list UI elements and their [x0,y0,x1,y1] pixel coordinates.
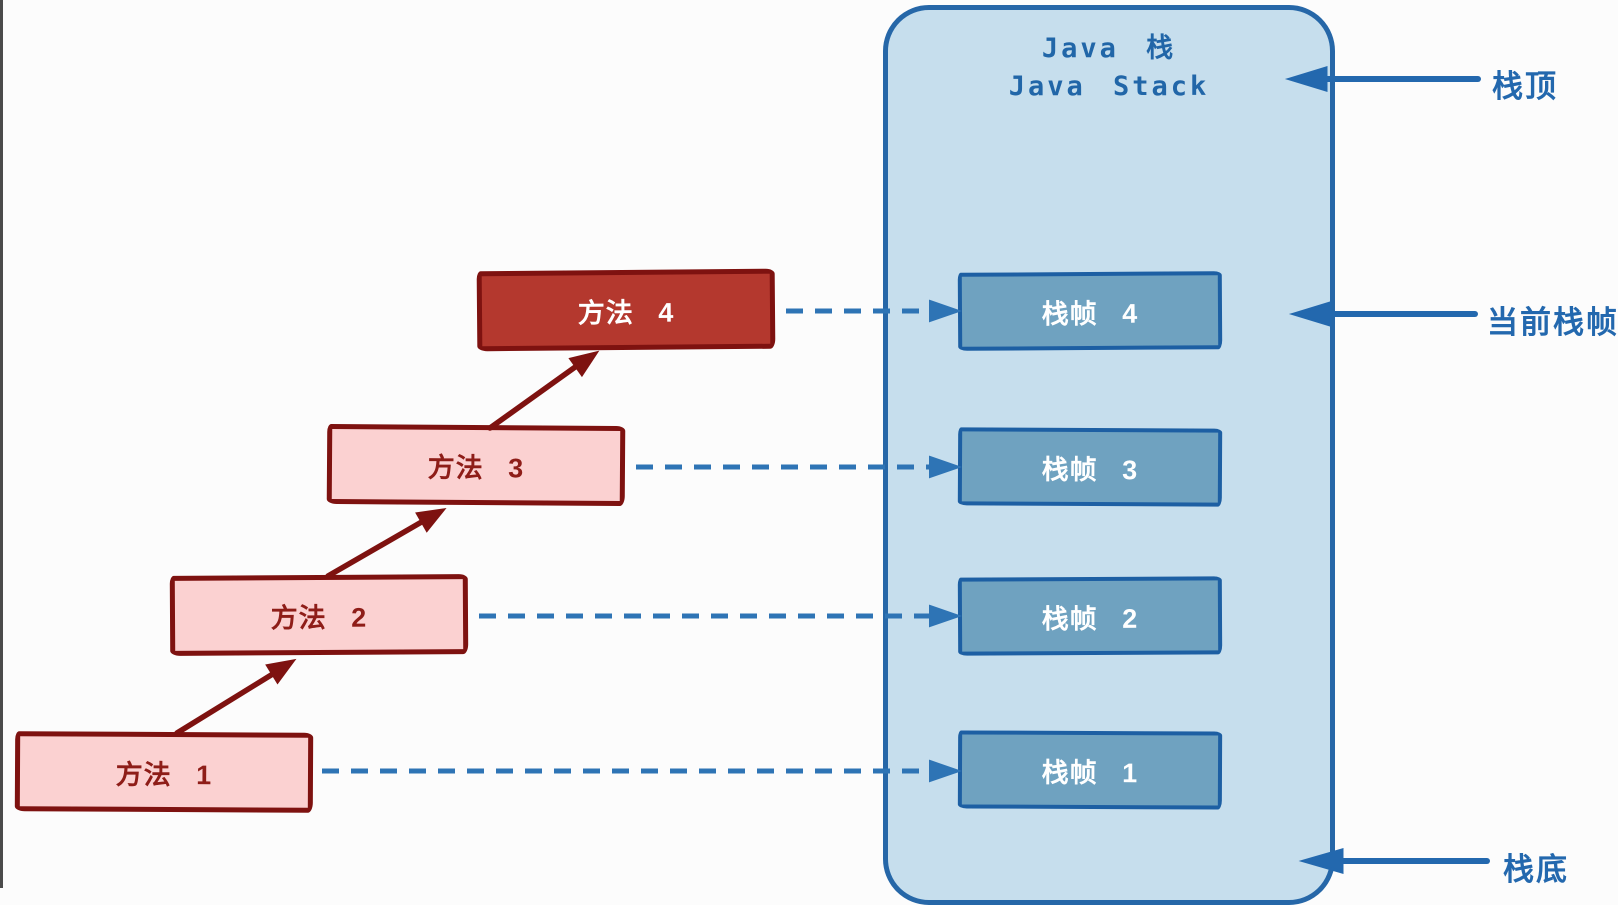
method-box-1: 方法 1 [14,731,314,813]
java-stack-title-line2: Java Stack [1008,71,1210,102]
call-arrow-method1-to-method2 [174,658,297,736]
current-frame-label: 当前栈帧 [1487,305,1618,340]
stack-frame-2: 栈帧 2 [957,576,1223,656]
stack-frame-3: 栈帧 3 [957,427,1223,507]
stack-bottom-label: 栈底 [1503,852,1569,887]
stack-frame-3-label: 栈帧 3 [1041,454,1139,485]
call-arrow-method2-to-method3 [325,507,447,579]
stack-frame-2-label: 栈帧 2 [1041,603,1139,634]
method-box-4-label: 方法 4 [577,297,675,328]
call-arrow-method3-to-method4 [487,350,600,431]
method-box-4: 方法 4 [476,268,776,352]
stack-top-label: 栈顶 [1492,69,1558,104]
java-stack-title: Java 栈 Java Stack [883,30,1335,106]
stack-frame-4-label: 栈帧 4 [1041,298,1139,329]
java-stack-title-line1: Java 栈 [1041,33,1177,64]
method-box-2: 方法 2 [169,574,469,656]
stack-frame-1: 栈帧 1 [957,730,1223,810]
method-box-1-label: 方法 1 [115,759,213,790]
method-box-2-label: 方法 2 [270,602,368,633]
stack-frame-4: 栈帧 4 [957,271,1223,351]
method-box-3-label: 方法 3 [427,452,525,483]
stack-frame-1-label: 栈帧 1 [1041,757,1139,788]
method-box-3: 方法 3 [326,423,626,507]
window-left-border [0,0,3,888]
mapping-arrow-method1-to-frame1 [322,759,963,783]
